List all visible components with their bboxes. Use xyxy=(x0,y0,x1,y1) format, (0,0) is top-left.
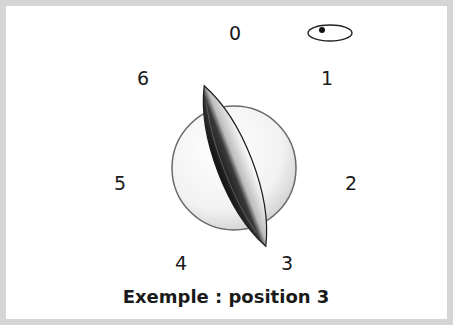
position-number: 6 xyxy=(137,67,149,89)
control-knob xyxy=(172,79,296,252)
position-number: 4 xyxy=(175,252,187,274)
frame xyxy=(3,3,450,322)
position-number: 0 xyxy=(229,22,241,44)
position-number: 1 xyxy=(321,67,333,89)
position-number: 5 xyxy=(114,172,126,194)
position-number: 2 xyxy=(345,172,357,194)
position-number: 3 xyxy=(281,252,293,274)
light-symbol xyxy=(308,25,352,41)
caption: Exemple : position 3 xyxy=(123,286,330,307)
